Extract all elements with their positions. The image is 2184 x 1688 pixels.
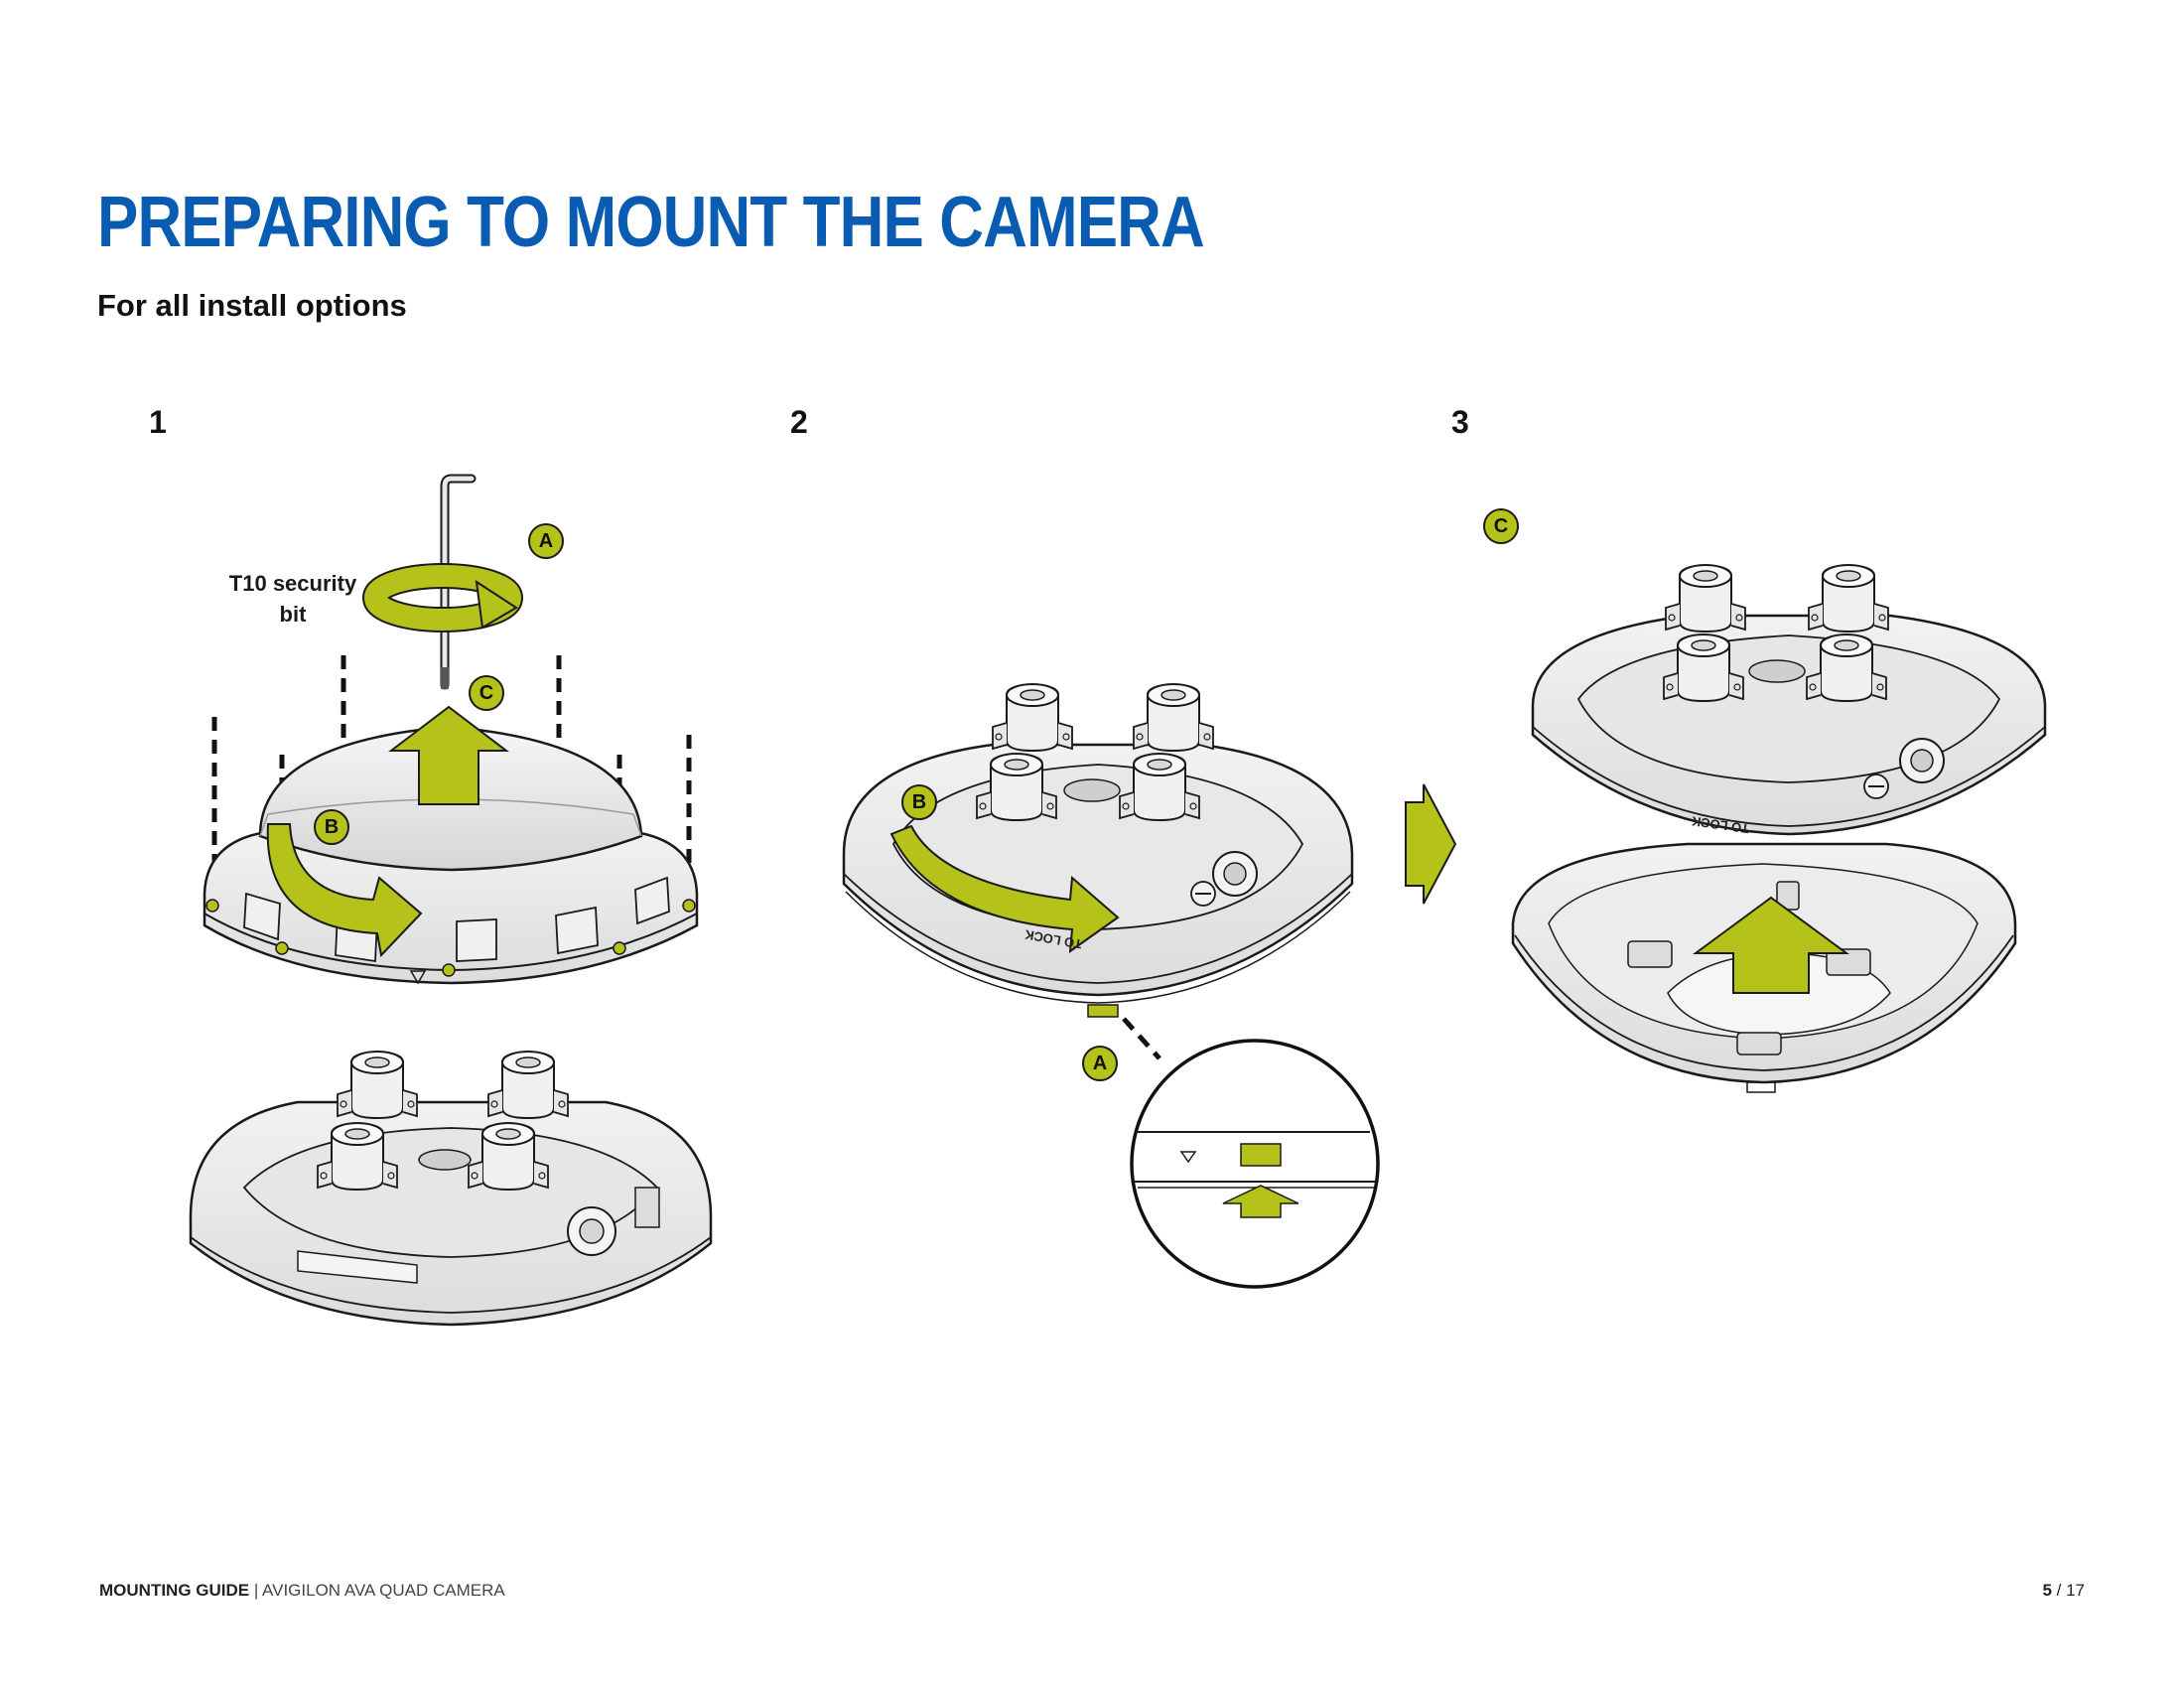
t10-bit-label-line2: bit (279, 602, 307, 627)
footer-guide: MOUNTING GUIDE (99, 1581, 250, 1600)
t10-bit-label-line1: T10 security (228, 571, 357, 596)
step-3-illustration: TO LOCK (1511, 564, 2047, 1093)
callout-2b: B (901, 784, 937, 820)
page-total: 17 (2066, 1581, 2085, 1600)
footer-product: AVIGILON AVA QUAD CAMERA (262, 1581, 505, 1600)
t10-bit-label: T10 security bit (199, 568, 387, 630)
step-2-number: 2 (790, 404, 808, 440)
step-3-number: 3 (1451, 404, 1469, 440)
footer-separator: | (249, 1581, 263, 1600)
callout-2a: A (1082, 1046, 1118, 1081)
callout-3c: C (1483, 508, 1519, 544)
step-1-illustration (189, 474, 713, 1327)
page-separator: / (2051, 1581, 2067, 1600)
page-title: PREPARING TO MOUNT THE CAMERA (97, 183, 1205, 262)
callout-1c: C (469, 675, 504, 711)
footer-page-number: 5 / 17 (2042, 1581, 2085, 1601)
step-1-number: 1 (149, 404, 167, 440)
page-current: 5 (2042, 1581, 2052, 1600)
callout-1b: B (314, 809, 349, 845)
detail-zoom-circle (1130, 1039, 1380, 1289)
callout-1a: A (528, 523, 564, 559)
rotate-arrow-icon (362, 563, 523, 633)
hex-key-icon (440, 474, 477, 690)
footer-document-label: MOUNTING GUIDE | AVIGILON AVA QUAD CAMER… (99, 1581, 505, 1601)
step-2-illustration: TO LOCK (842, 683, 1380, 1289)
quad-camera-open-icon (189, 1051, 713, 1327)
next-arrow-icon (1405, 783, 1457, 905)
page-subtitle: For all install options (97, 288, 407, 323)
